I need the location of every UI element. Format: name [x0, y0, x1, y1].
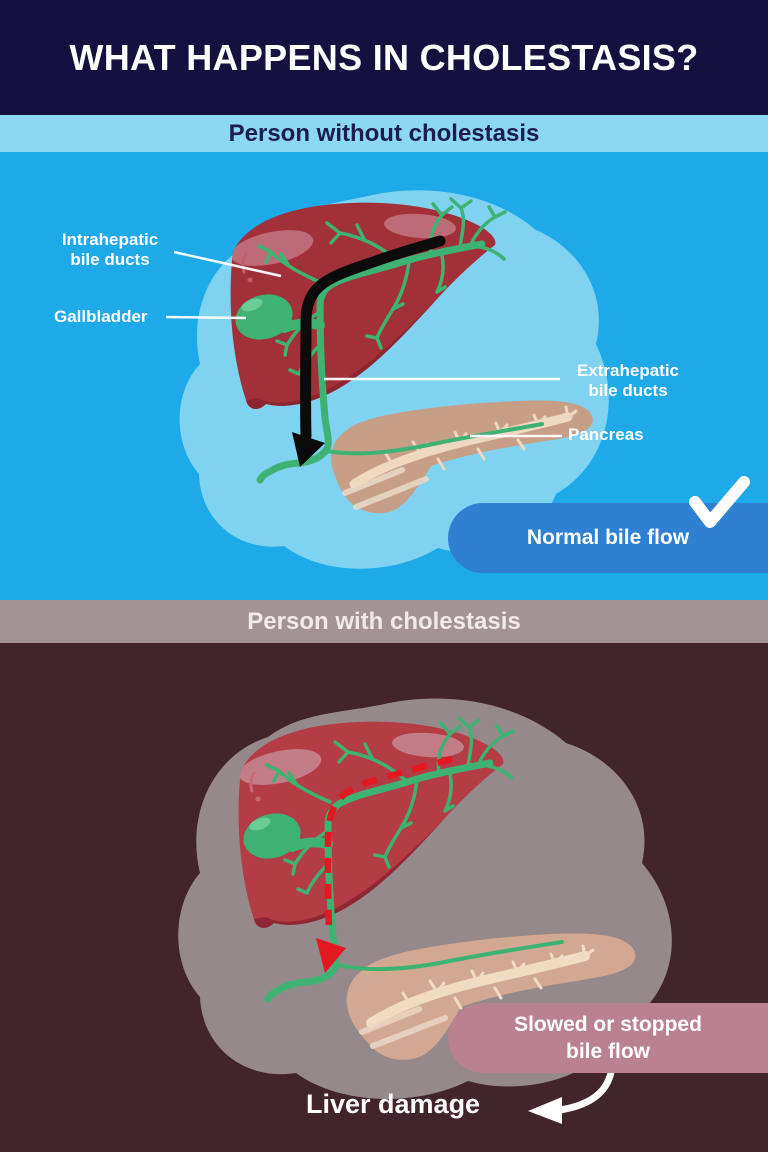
section-cholestasis: Slowed or stopped bile flow Liver damage — [0, 643, 768, 1152]
label-pancreas: Pancreas — [568, 425, 644, 444]
label-gallbladder: Gallbladder — [54, 307, 148, 326]
normal-anatomy-illustration — [165, 190, 609, 569]
page-title: WHAT HAPPENS IN CHOLESTASIS? — [69, 36, 699, 78]
section-normal-bile-flow: Intrahepatic bile ducts Gallbladder Extr… — [0, 152, 768, 600]
banner-person-without-cholestasis: Person without cholestasis — [0, 115, 768, 152]
pancreatic-duct — [333, 940, 564, 972]
liver-highlight — [238, 749, 322, 785]
pancreatic-duct — [325, 422, 544, 456]
slowed-bile-flow-badge-label: Slowed or stopped bile flow — [514, 1012, 702, 1063]
banner-person-with-cholestasis: Person with cholestasis — [0, 600, 768, 643]
blocked-bile-flow-arrow — [316, 755, 453, 973]
liver-damage-caption: Liver damage — [306, 1089, 481, 1119]
header: WHAT HAPPENS IN CHOLESTASIS? — [0, 0, 768, 115]
label-intrahepatic-bile-ducts: Intrahepatic bile ducts — [61, 230, 159, 270]
pointer-line-intrahepatic — [173, 250, 282, 278]
pointer-line-gallbladder — [165, 315, 247, 320]
bile-flow-arrow — [292, 235, 446, 467]
label-extrahepatic-bile-ducts: Extrahepatic bile ducts — [576, 361, 680, 401]
bile-duct-tree — [256, 197, 507, 484]
cholestasis-anatomy-illustration — [178, 698, 672, 1124]
slowed-bile-flow-badge: Slowed or stopped bile flow — [448, 1003, 768, 1073]
liver-highlight — [230, 230, 314, 266]
checkmark-icon — [689, 476, 750, 528]
banner-cholestasis-label: Person with cholestasis — [247, 607, 521, 635]
banner-normal-label: Person without cholestasis — [228, 119, 540, 147]
normal-bile-flow-badge-label: Normal bile flow — [526, 526, 690, 549]
curved-arrow-icon — [528, 1063, 616, 1124]
